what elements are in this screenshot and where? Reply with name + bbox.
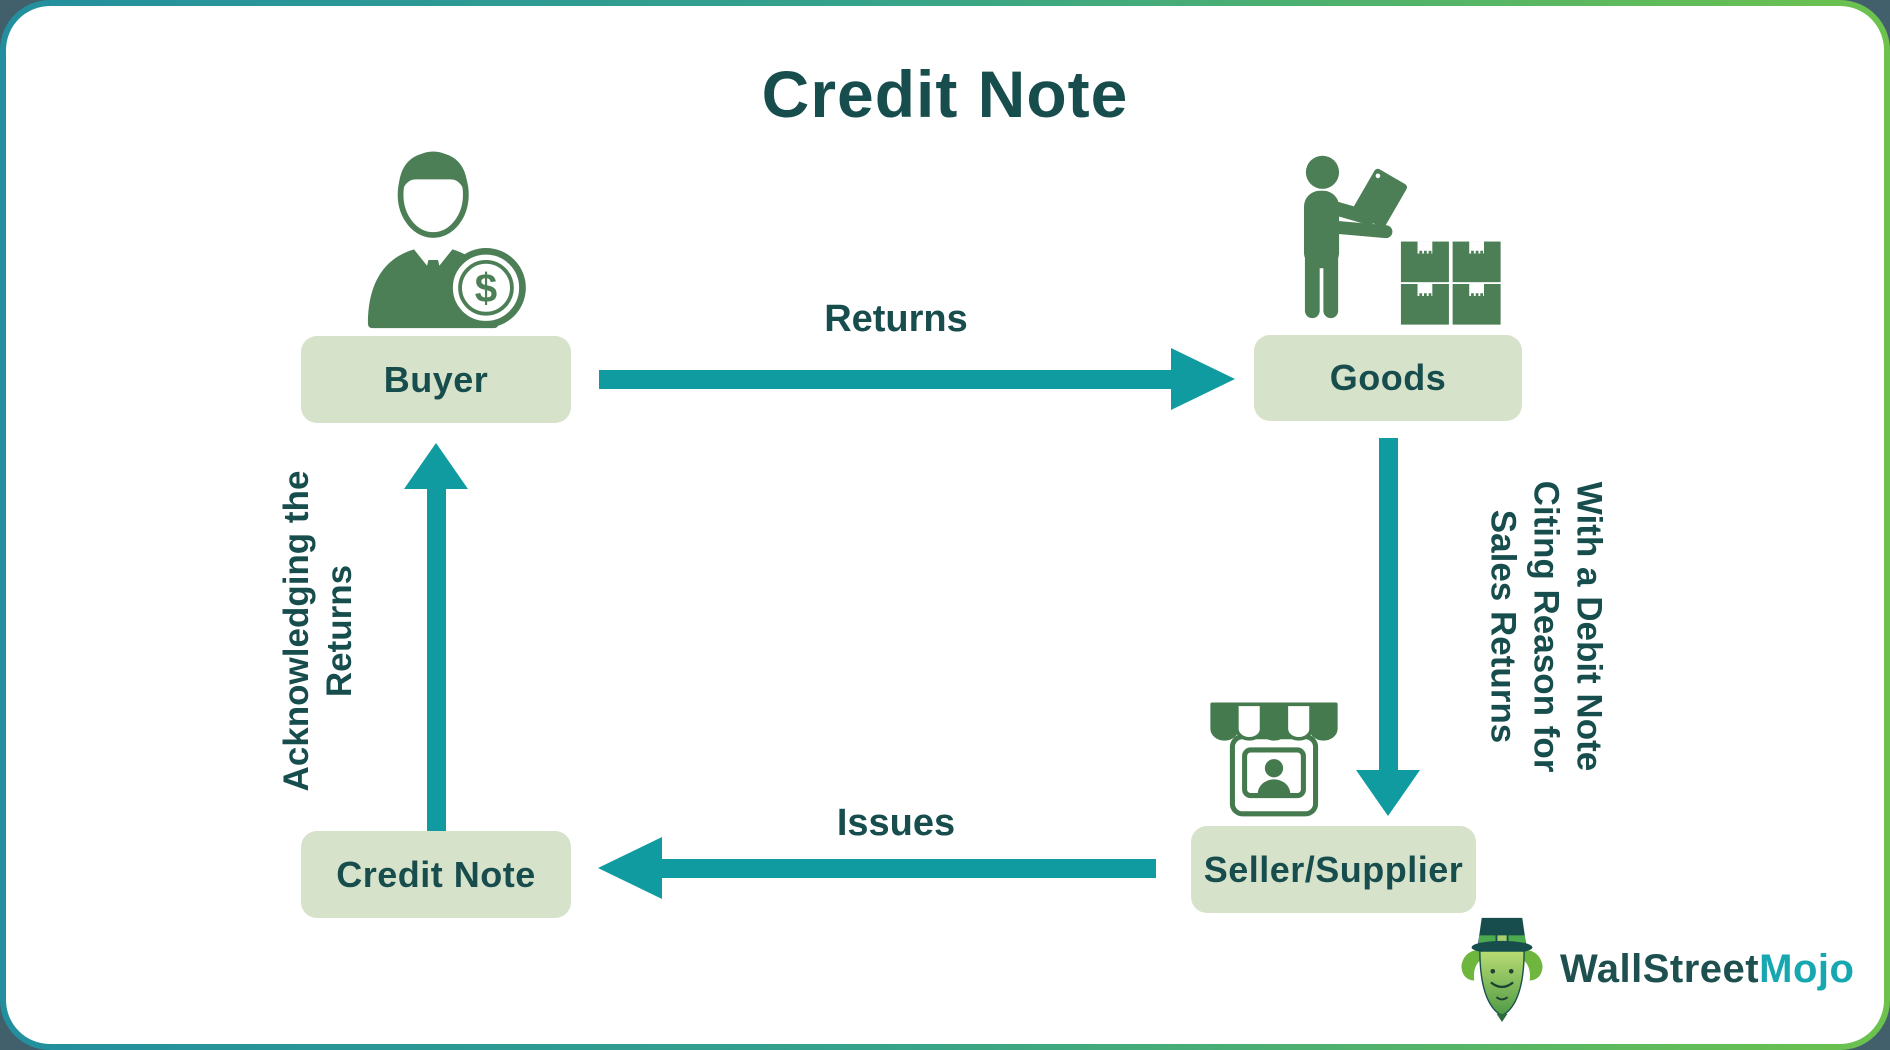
wallstreetmojo-logo: WallStreetMojo xyxy=(1454,916,1854,1022)
bull-mascot-icon xyxy=(1461,917,1543,1022)
arrow-seller-to-credit-note-head xyxy=(598,837,662,899)
arrow-credit-note-to-buyer-shaft xyxy=(427,489,446,831)
arrow-goods-to-seller-shaft xyxy=(1379,438,1398,770)
node-goods-label: Goods xyxy=(1329,357,1447,398)
logo-text-mojo: Mojo xyxy=(1759,946,1855,991)
edge-label-returns: Returns xyxy=(824,298,968,340)
businessman-dollar-icon: $ xyxy=(367,151,526,329)
dollar-sign-glyph: $ xyxy=(475,265,497,311)
edge-label-issues: Issues xyxy=(836,802,956,844)
storefront-icon xyxy=(1210,702,1338,817)
node-seller-supplier-label: Seller/Supplier xyxy=(1203,848,1464,890)
page-title: Credit Note xyxy=(761,57,1129,131)
arrow-seller-to-credit-note-shaft xyxy=(662,859,1156,878)
logo-text: WallStreetMojo xyxy=(1560,947,1854,992)
edge-label-debit-note-line3: Sales Returns xyxy=(1483,509,1523,744)
node-credit-note: Credit Note xyxy=(301,831,571,918)
logo-text-wallstreet: WallStreet xyxy=(1560,946,1760,991)
edge-label-acknowledging-returns: Acknowledging the Returns xyxy=(275,431,361,831)
arrow-buyer-to-goods-head xyxy=(1171,348,1235,410)
diagram-stage: Credit Note $ xyxy=(6,6,1884,1044)
person-with-boxes-icon xyxy=(1304,155,1501,325)
edge-label-debit-note-line1: With a Debit Note xyxy=(1569,481,1609,772)
edge-label-debit-note: With a Debit Note Citing Reason for Sale… xyxy=(1482,417,1611,837)
arrow-buyer-to-goods-shaft xyxy=(599,370,1171,389)
edge-label-debit-note-line2: Citing Reason for xyxy=(1526,480,1566,773)
node-buyer: Buyer xyxy=(301,336,571,423)
edge-label-acknowledging-returns-line2: Returns xyxy=(320,564,359,698)
arrow-goods-to-seller-head xyxy=(1356,770,1420,816)
node-seller-supplier: Seller/Supplier xyxy=(1191,826,1476,913)
node-credit-note-label: Credit Note xyxy=(336,853,536,895)
node-goods: Goods xyxy=(1254,335,1522,421)
node-buyer-label: Buyer xyxy=(383,358,489,400)
diagram-card: Credit Note $ xyxy=(6,6,1884,1044)
edge-label-acknowledging-returns-line1: Acknowledging the xyxy=(277,470,316,792)
arrow-credit-note-to-buyer-head xyxy=(404,443,468,489)
